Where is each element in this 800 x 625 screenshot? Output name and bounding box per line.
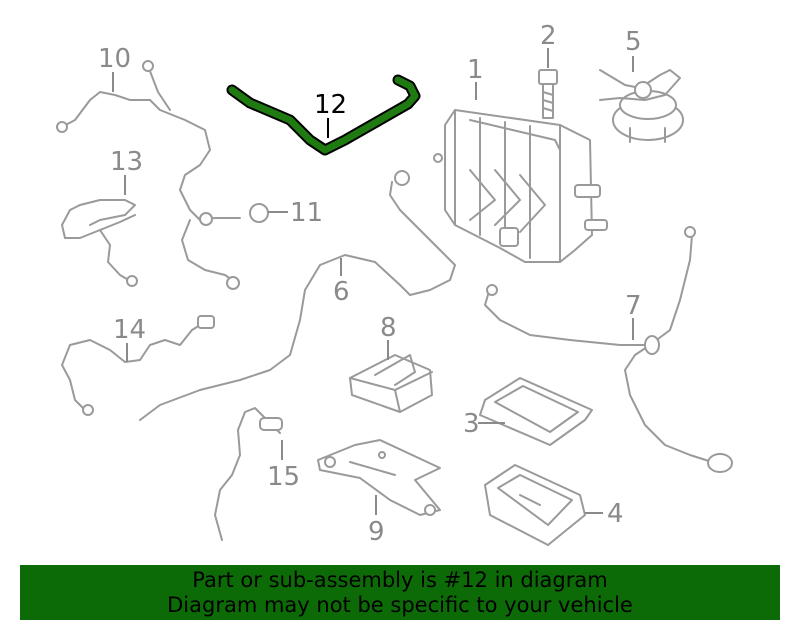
callout-10: 10 (98, 44, 131, 74)
callout-13: 13 (110, 147, 143, 177)
part-8-bracket[interactable] (349, 354, 433, 413)
part-12-hose[interactable] (226, 74, 421, 156)
callout-2: 2 (540, 21, 557, 51)
part-5-valve[interactable] (599, 69, 684, 143)
banner-line-2: Diagram may not be specific to your vehi… (167, 592, 633, 617)
info-banner: Part or sub-assembly is #12 in diagram D… (20, 565, 780, 620)
part-6-hose[interactable] (139, 170, 456, 421)
callout-9: 9 (368, 517, 385, 547)
part-2-bolt[interactable] (538, 69, 558, 119)
part-14-hose[interactable] (61, 315, 215, 416)
banner-line-1: Part or sub-assembly is #12 in diagram (192, 567, 608, 592)
part-7-hose[interactable] (484, 226, 733, 473)
part-15-sensor[interactable] (214, 407, 283, 541)
callout-7: 7 (625, 291, 642, 321)
callout-6: 6 (333, 277, 350, 307)
callout-12: 12 (314, 90, 347, 120)
callout-14: 14 (113, 315, 146, 345)
callout-11: 11 (290, 198, 323, 228)
parts-diagram: 1 2 3 4 5 6 7 8 9 10 11 12 13 14 15 (56, 21, 733, 547)
part-10-hose[interactable] (56, 60, 241, 290)
part-4-tray[interactable] (484, 464, 586, 546)
callout-5: 5 (625, 27, 642, 57)
part-1-canister[interactable] (433, 109, 608, 263)
part-13-hose[interactable] (61, 199, 138, 287)
callout-3: 3 (463, 409, 480, 439)
callout-4: 4 (607, 499, 624, 529)
callout-1: 1 (467, 55, 484, 85)
callout-15: 15 (267, 462, 300, 492)
callout-8: 8 (380, 313, 397, 343)
part-11-clip[interactable] (249, 203, 269, 223)
part-9-bracket[interactable] (317, 439, 441, 516)
part-3-pad[interactable] (479, 377, 593, 446)
